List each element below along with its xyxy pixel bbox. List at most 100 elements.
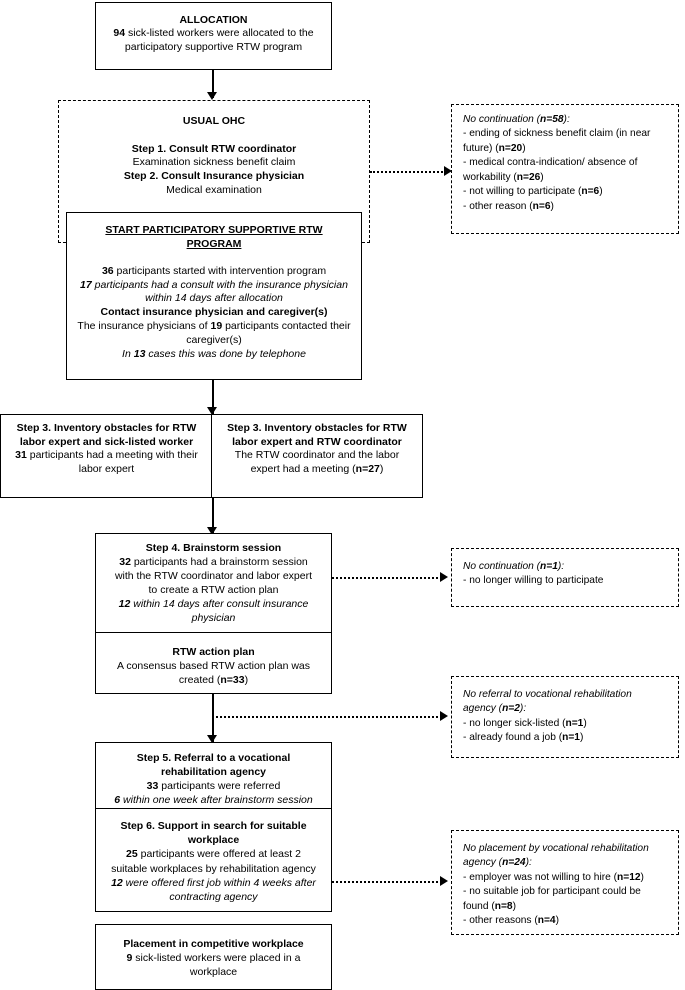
exclusion4-item-2: - other reasons (n=4): [463, 914, 669, 928]
exclusion1-header: No continuation (n=58):: [463, 113, 669, 127]
step5-line2: 6 within one week after brainstorm sessi…: [103, 794, 324, 808]
start-program-l1-num: 36: [101, 264, 114, 277]
exclusion1-header-text: No continuation (: [463, 114, 541, 125]
step3-right-body-line2: expert had a meeting (n=27): [217, 463, 417, 477]
exclusion3-header-tail: ):: [519, 703, 527, 715]
exclusion4-item1-n: n=8: [494, 900, 513, 912]
exclusion3-item0-c: ): [583, 717, 587, 729]
allocation-line2: participatory supportive RTW program: [124, 40, 303, 53]
step6-support-box: Step 6. Support in search for suitable w…: [95, 808, 332, 912]
step6-title-line1: Step 6. Support in search for suitable: [120, 820, 307, 832]
step5-title-line1: Step 5. Referral to a vocational: [136, 752, 291, 764]
step6-l3-rest: were offered first job within 4 weeks af…: [122, 876, 316, 889]
step3-left-body-rest: participants had a meeting with their: [26, 449, 198, 462]
exclusion4-item2-b: - other reasons (: [463, 915, 538, 927]
exclusion4-item1-a: - no suitable job for participant could …: [463, 886, 641, 898]
exclusion3-item1-c: ): [579, 732, 584, 744]
step6-l1-num: 25: [126, 848, 138, 861]
step3-right-title-line2: labor expert and RTW coordinator: [232, 435, 402, 448]
exclusion2-header-tail: ):: [557, 561, 565, 572]
start-program-l1-rest: participants started with intervention p…: [113, 264, 327, 277]
allocation-box: ALLOCATION 94 sick-listed workers were a…: [95, 2, 332, 70]
start-program-l5-b: participants contacted their: [222, 320, 351, 333]
start-program-l7-a: In: [122, 347, 134, 360]
step4-brainstorm-box: Step 4. Brainstorm session 32 participan…: [95, 533, 332, 634]
arrowhead-exclusion1: [444, 166, 452, 176]
usual-ohc-step1-title: Step 1. Consult RTW coordinator: [131, 142, 297, 155]
step4-l4-rest: within 14 days after consult insurance: [130, 597, 309, 610]
exclusion1-item-2: - not willing to participate (n=6): [463, 185, 669, 199]
start-program-line7: In 13 cases this was done by telephone: [74, 348, 354, 362]
placement-title: Placement in competitive workplace: [123, 938, 304, 950]
exclusion4-header-line2: agency (n=24):: [463, 856, 669, 870]
action-plan-title: RTW action plan: [172, 646, 255, 658]
start-program-title-line1: START PARTICIPATORY SUPPORTIVE RTW: [105, 224, 323, 236]
arrowhead-ohc: [207, 92, 217, 100]
step3-left-body-num: 31: [15, 449, 27, 462]
exclusion1-item3-c: ): [550, 200, 554, 212]
step4-l1-num: 32: [119, 555, 131, 568]
step5-referral-box: Step 5. Referral to a vocational rehabil…: [95, 742, 332, 810]
exclusion1-item-1: - medical contra-indication/ absence of …: [463, 156, 669, 185]
start-program-line6: caregiver(s): [186, 334, 242, 347]
exclusion4-item1-b: found (: [463, 900, 495, 912]
exclusion4-header-n: n=24: [502, 857, 526, 869]
step5-l2-rest: within one week after brainstorm session: [120, 793, 313, 806]
exclusion1-item1-n: n=26: [516, 171, 541, 183]
start-program-l2-num: 17: [80, 278, 92, 291]
allocation-line1: 94 sick-listed workers were allocated to…: [103, 27, 324, 40]
arrowhead-step5: [207, 735, 217, 743]
exclusion4-item0-n: n=12: [617, 871, 641, 883]
exclusion3-header-text2: agency (: [463, 703, 503, 715]
step6-line4: contracting agency: [169, 890, 258, 903]
connector-actionplan-to-step5: [212, 694, 214, 742]
exclusion-box-no-placement: No placement by vocational rehabilitatio…: [451, 830, 679, 935]
action-plan-l2-b: ): [244, 674, 249, 687]
exclusion3-header-line2: agency (n=2):: [463, 702, 669, 716]
start-program-l2-rest: participants had a consult with the insu…: [91, 278, 348, 291]
start-program-line5: The insurance physicians of 19 participa…: [74, 320, 354, 334]
exclusion1-item0-b: future) (: [463, 142, 499, 154]
step4-line5: physician: [191, 611, 236, 624]
exclusion4-header-line1: No placement by vocational rehabilitatio…: [463, 843, 649, 854]
arrowhead-exclusion3: [440, 711, 448, 721]
step3-left-body-line1: 31 participants had a meeting with their: [6, 449, 207, 463]
step6-title-line2: workplace: [187, 834, 240, 847]
step6-line2: suitable workplaces by rehabilitation ag…: [111, 862, 316, 875]
allocation-count: 94: [113, 27, 126, 40]
dotted-connector-to-exclusion3: [212, 716, 442, 718]
usual-ohc-step2-title: Step 2. Consult Insurance physician: [123, 169, 305, 182]
start-program-box: START PARTICIPATORY SUPPORTIVE RTW PROGR…: [66, 212, 362, 380]
step3-right-body-line2-n: n=27: [355, 462, 380, 475]
arrowhead-exclusion2: [440, 572, 448, 582]
exclusion2-header-n: n=1: [540, 561, 558, 572]
exclusion3-header-n: n=2: [502, 703, 520, 715]
exclusion1-item0-a: - ending of sickness benefit claim (in n…: [463, 128, 651, 140]
start-program-title-line2: PROGRAM: [186, 237, 242, 250]
exclusion3-header-line1: No referral to vocational rehabilitation: [463, 689, 632, 700]
exclusion1-item0-n: n=20: [498, 142, 523, 154]
exclusion1-item2-b: - not willing to participate (: [463, 186, 582, 198]
exclusion4-item2-n: n=4: [537, 915, 556, 927]
exclusion1-item1-a: - medical contra-indication/ absence of: [463, 157, 638, 169]
step5-title-line2: rehabilitation agency: [160, 765, 267, 778]
exclusion2-header-text: No continuation (: [463, 561, 541, 572]
exclusion1-item1-c: ): [540, 171, 544, 183]
dotted-connector-step4-to-exclusion2: [332, 577, 442, 579]
step3-left-title-line1: Step 3. Inventory obstacles for RTW: [16, 422, 197, 434]
placement-line1: 9 sick-listed workers were placed in a: [103, 951, 324, 965]
exclusion4-header-tail: ):: [525, 857, 532, 869]
start-program-l5-a: The insurance physicians of: [77, 320, 211, 333]
exclusion4-item-0: - employer was not willing to hire (n=12…: [463, 871, 669, 885]
step4-line3: to create a RTW action plan: [148, 583, 279, 596]
step4-l4-num: 12: [118, 597, 131, 610]
exclusion3-item0-b: - no longer sick-listed (: [463, 717, 566, 729]
exclusion3-item-0: - no longer sick-listed (n=1): [463, 717, 669, 731]
exclusion1-item2-n: n=6: [581, 186, 600, 198]
step3-left-title-line2: labor expert and sick-listed worker: [19, 435, 194, 448]
exclusion4-header-text2: agency (: [463, 857, 503, 869]
start-program-line2: 17 participants had a consult with the i…: [74, 279, 354, 293]
usual-ohc-step1-sub: Examination sickness benefit claim: [132, 156, 296, 169]
step5-l1-rest: participants were referred: [158, 779, 281, 792]
